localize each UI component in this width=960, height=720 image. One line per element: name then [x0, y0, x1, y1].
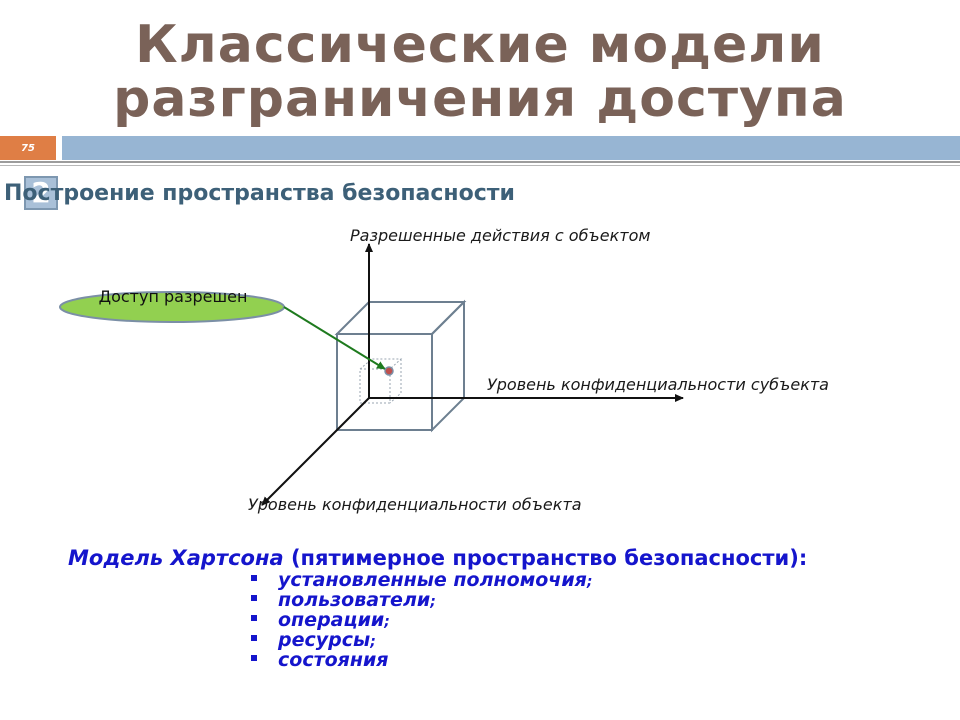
slide-title-line2: разграничения доступа: [113, 69, 847, 129]
divider-line: [0, 161, 960, 163]
bullet-icon: [251, 615, 257, 621]
section-subtitle: Построение пространства безопасности: [4, 181, 515, 206]
axis-right-label: Уровень конфиденциальности субъекта: [487, 375, 829, 394]
list-item: операции;: [250, 611, 592, 631]
axis-up-label: Разрешенные действия с объектом: [350, 226, 651, 245]
model-name: Модель Хартсона: [68, 546, 284, 570]
axis-diagonal: [261, 397, 370, 506]
bullet-icon: [251, 595, 257, 601]
access-pointer-arrow: [283, 306, 386, 370]
bullet-icon: [251, 655, 257, 661]
slide-title-line1: Классические модели: [135, 15, 825, 75]
bullet-icon: [251, 635, 257, 641]
bullet-icon: [251, 575, 257, 581]
model-heading: Модель Хартсона (пятимерное пространство…: [68, 546, 807, 570]
divider-line-thin: [0, 165, 960, 166]
slide-title: Классические модели разграничения доступ…: [0, 18, 960, 126]
slide-number: 75: [0, 136, 56, 160]
access-point: [384, 366, 394, 376]
model-dimensions-list: установленные полномочия; пользователи; …: [250, 571, 592, 671]
section-number-icon: 2: [24, 176, 58, 210]
cube-side-face: [431, 299, 465, 433]
header-band: [62, 136, 960, 160]
inner-cube: [359, 358, 403, 404]
model-description: (пятимерное пространство безопасности):: [290, 546, 808, 570]
list-item: ресурсы;: [250, 631, 592, 651]
list-item: установленные полномочия;: [250, 571, 592, 591]
list-item: пользователи;: [250, 591, 592, 611]
ellipse-label: Доступ разрешен: [98, 287, 248, 306]
axis-diagonal-label: Уровень конфиденциальности объекта: [248, 495, 582, 514]
cube-top-face: [334, 301, 467, 335]
list-item: состояния: [250, 651, 592, 671]
